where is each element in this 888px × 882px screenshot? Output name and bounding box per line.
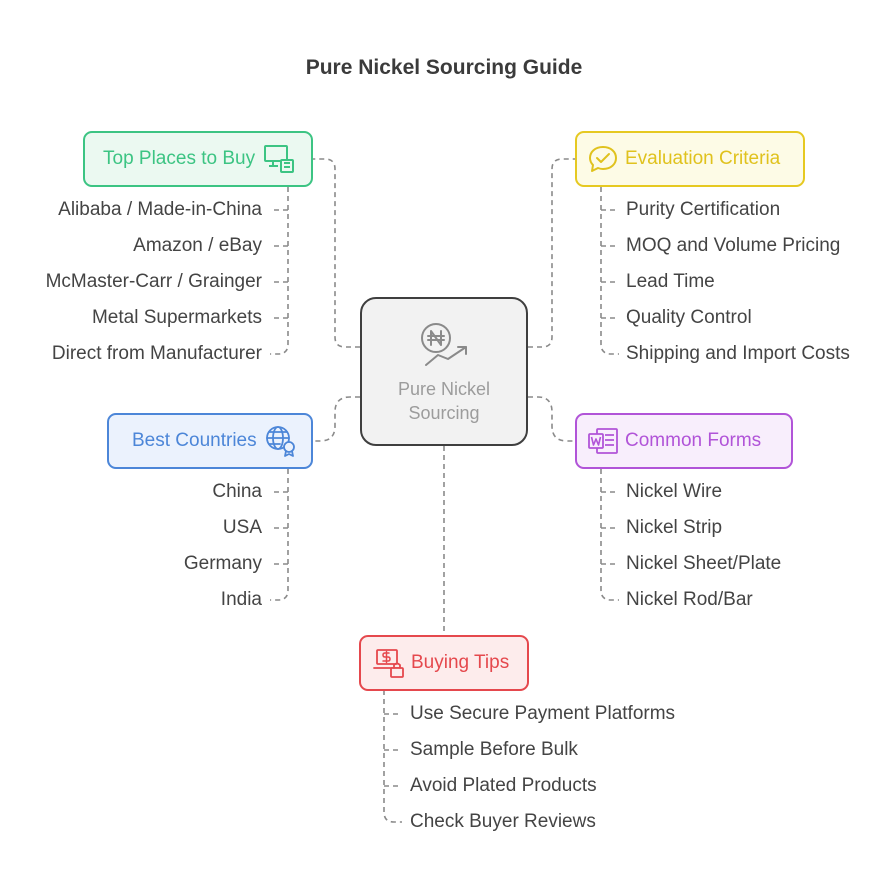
list-item: Nickel Sheet/Plate (626, 553, 782, 574)
checkmark-chat-icon (587, 144, 619, 174)
computer-shop-icon (263, 144, 295, 174)
list-item: Quality Control (626, 307, 752, 328)
naira-trend-icon (418, 321, 472, 376)
list-item: MOQ and Volume Pricing (626, 235, 841, 256)
branch-tips-label: Buying Tips (411, 652, 510, 673)
list-item: Germany (183, 553, 262, 574)
branch-forms-label: Common Forms (625, 430, 762, 451)
globe-badge-icon (265, 425, 297, 457)
branch-best-countries[interactable]: Best Countries (107, 413, 313, 469)
branch-countries-label: Best Countries (132, 430, 257, 451)
list-item: Direct from Manufacturer (51, 343, 262, 364)
list-item: Nickel Rod/Bar (626, 589, 753, 610)
branch-evaluation-criteria[interactable]: Evaluation Criteria (575, 131, 805, 187)
list-item: Avoid Plated Products (410, 775, 597, 796)
center-node: Pure Nickel Sourcing (360, 297, 528, 446)
list-item: USA (222, 517, 262, 538)
branch-top-places-label: Top Places to Buy (103, 148, 256, 169)
list-item: Nickel Strip (626, 517, 723, 538)
laptop-lock-icon (373, 647, 405, 679)
list-item: Amazon / eBay (133, 235, 262, 256)
list-item: Shipping and Import Costs (626, 343, 850, 364)
list-item: Use Secure Payment Platforms (410, 703, 676, 724)
list-item: Purity Certification (626, 199, 781, 220)
branch-top-places[interactable]: Top Places to Buy (83, 131, 313, 187)
list-item: Check Buyer Reviews (410, 811, 596, 832)
list-item: China (212, 481, 262, 502)
list-item: Metal Supermarkets (91, 307, 262, 328)
branch-common-forms[interactable]: Common Forms (575, 413, 793, 469)
list-item: Sample Before Bulk (410, 739, 578, 760)
page-title: Pure Nickel Sourcing Guide (305, 56, 583, 79)
center-label-line2: Sourcing (408, 403, 480, 423)
list-item: McMaster-Carr / Grainger (45, 271, 262, 292)
center-label-line1: Pure Nickel (397, 379, 491, 399)
list-item: India (220, 589, 262, 610)
document-word-icon (587, 426, 619, 456)
branch-evaluation-label: Evaluation Criteria (625, 148, 781, 169)
branch-buying-tips[interactable]: Buying Tips (359, 635, 529, 691)
list-item: Nickel Wire (626, 481, 723, 502)
list-item: Lead Time (626, 271, 715, 292)
list-item: Alibaba / Made-in-China (58, 199, 262, 220)
